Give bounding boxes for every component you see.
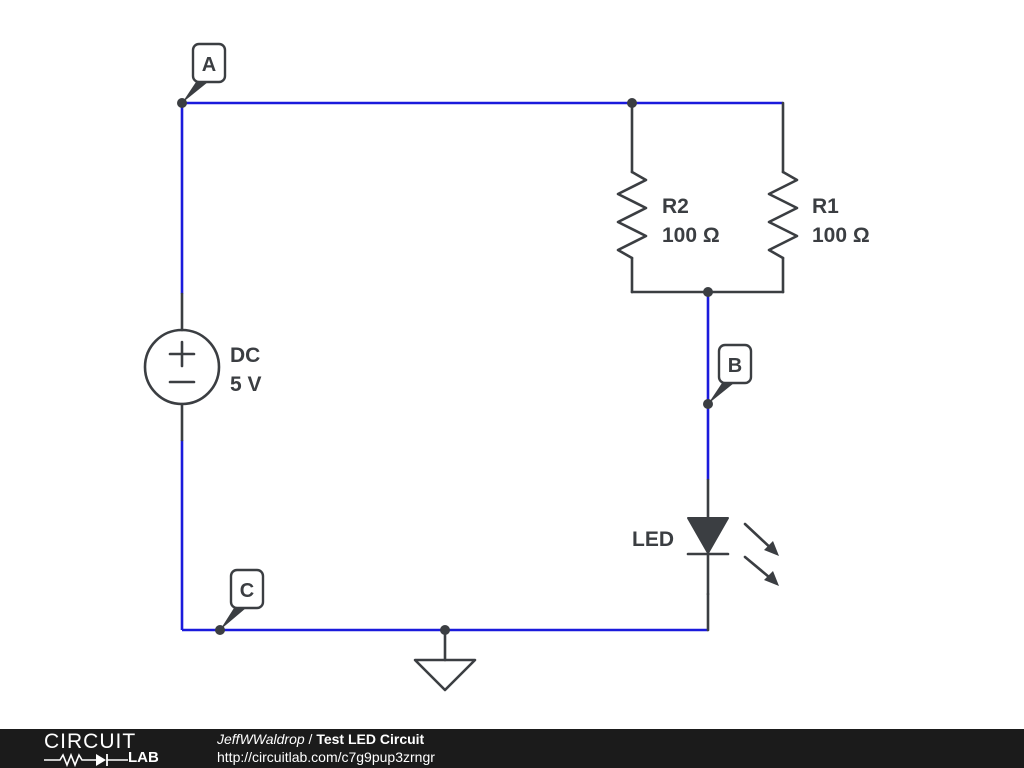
node-flag-c[interactable]: C (220, 568, 265, 630)
dc-source[interactable]: DC 5 V (143, 292, 262, 442)
resistor-r1[interactable]: R1 100 Ω (767, 101, 870, 294)
logo-top-text: CIRCUIT (44, 730, 137, 753)
resistor-r1-value: 100 Ω (812, 224, 870, 247)
ground-triangle (413, 658, 477, 692)
junction-top-right (627, 98, 637, 108)
circuit-title[interactable]: Test LED Circuit (316, 731, 425, 747)
resistor-r2-value: 100 Ω (662, 224, 720, 247)
logo-bottom-text: LAB (128, 749, 159, 766)
resistor-r2[interactable]: R2 100 Ω (616, 101, 720, 294)
node-flag-b-label: B (728, 355, 742, 377)
resistor-r1-zigzag (767, 170, 799, 260)
node-flag-a[interactable]: A (182, 42, 227, 103)
attribution-separator: / (304, 731, 317, 747)
led-triangle (687, 517, 729, 554)
led-light-arrows-icon (743, 522, 779, 586)
circuit-schematic: DC 5 V R2 100 Ω R1 100 Ω LED (143, 42, 870, 692)
led[interactable]: LED (632, 478, 779, 632)
circuitlab-logo[interactable]: CIRCUIT LAB (44, 731, 176, 767)
circuit-url-link[interactable]: http://circuitlab.com/c7g9pup3zrngr (217, 749, 435, 765)
circuit-attribution: JeffWWaldrop / Test LED Circuit (217, 731, 424, 748)
logo-resistor-diode-icon (44, 752, 128, 767)
resistor-r2-zigzag (616, 170, 648, 260)
author-link[interactable]: JeffWWaldrop (217, 731, 305, 747)
footer-bar: CIRCUIT LAB JeffWWaldrop / Test LED Circ… (0, 729, 1024, 768)
node-flag-b[interactable]: B (708, 343, 753, 404)
dc-source-value-label: 5 V (230, 373, 262, 396)
ground-symbol[interactable] (413, 628, 477, 692)
wires (180, 101, 783, 632)
resistor-r2-name: R2 (662, 195, 689, 218)
node-flag-c-label: C (240, 580, 254, 602)
led-label: LED (632, 528, 674, 551)
resistor-r1-name: R1 (812, 195, 839, 218)
dc-source-type-label: DC (230, 344, 260, 367)
node-flag-a-label: A (202, 54, 216, 76)
junction-ground (440, 625, 450, 635)
junction-resistor-bottom (703, 287, 713, 297)
